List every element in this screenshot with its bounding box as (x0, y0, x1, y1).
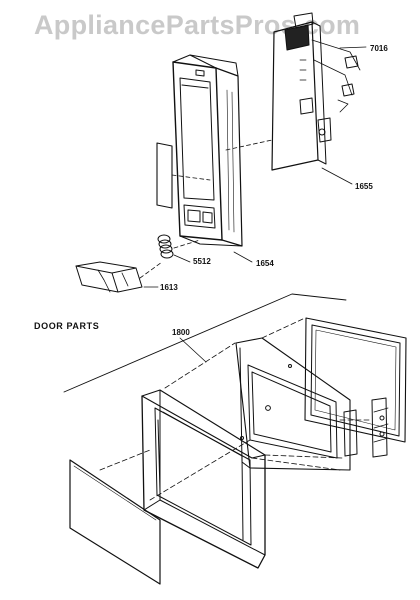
section-title-door-parts: DOOR PARTS (34, 321, 100, 331)
spring-5512 (158, 235, 173, 258)
latch-assembly (344, 398, 388, 457)
label-panel (157, 143, 172, 208)
door-inner-frame (236, 338, 350, 470)
door-outer-frame (142, 390, 265, 568)
door-glass-panel (70, 460, 160, 584)
lower-leader-lines (100, 318, 372, 500)
door-screen-panel (305, 318, 406, 442)
door-frame-outline-1800 (64, 294, 346, 392)
control-board-1655 (272, 13, 360, 170)
control-panel-frame-1654 (173, 55, 242, 246)
upper-leader-lines (140, 47, 366, 287)
callout-7016: 7016 (370, 44, 388, 53)
bracket-7016 (342, 56, 358, 96)
callout-1613: 1613 (160, 283, 178, 292)
callout-leader-1800 (180, 338, 206, 362)
callout-5512: 5512 (193, 257, 211, 266)
callout-1800: 1800 (172, 328, 190, 337)
button-1613 (76, 262, 142, 292)
callout-1655: 1655 (355, 182, 373, 191)
callout-1654: 1654 (256, 259, 274, 268)
